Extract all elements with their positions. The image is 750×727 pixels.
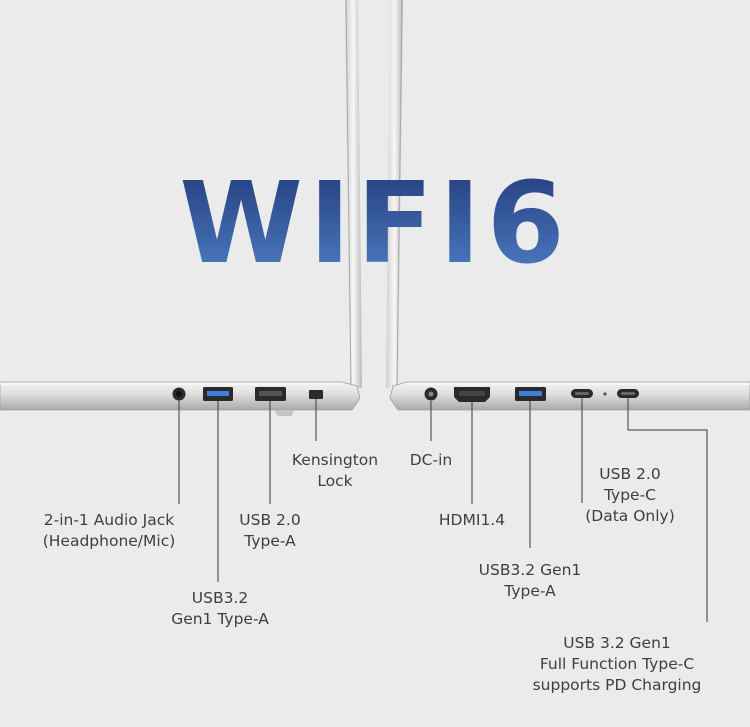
usb32-typea-port-left — [203, 387, 233, 401]
usb20-typea-port — [255, 387, 286, 401]
label-kensington-line2: Lock — [317, 472, 353, 490]
label-dc-in-line1: DC-in — [409, 451, 453, 469]
label-audio-jack-line1: 2-in-1 Audio Jack — [43, 511, 175, 529]
label-hdmi-line1: HDMI1.4 — [438, 511, 506, 529]
label-usb32-typea-left-line2: Gen1 Type-A — [171, 610, 269, 628]
kensington-lock-slot — [309, 390, 323, 399]
label-usb20-typec-line1: USB 2.0 — [599, 465, 661, 483]
label-kensington: Kensington Lock — [280, 450, 390, 492]
label-usb20-typea-line1: USB 2.0 — [239, 511, 301, 529]
label-audio-jack-line2: (Headphone/Mic) — [42, 532, 176, 550]
leader-lines — [178, 398, 708, 622]
label-usb20-typec-line2: Type-C — [603, 486, 657, 504]
dc-in-port — [424, 387, 438, 401]
label-usb20-typec: USB 2.0 Type-C (Data Only) — [582, 464, 678, 527]
label-kensington-line1: Kensington — [291, 451, 379, 469]
usb32-typea-port-right — [515, 387, 546, 401]
label-usb20-typea-line2: Type-A — [244, 532, 296, 550]
label-usb32-typea-left-line1: USB3.2 — [191, 589, 249, 607]
right-laptop-base — [389, 381, 750, 411]
label-usb32-typea-left: USB3.2 Gen1 Type-A — [150, 588, 290, 630]
label-usb32-typea-right-line2: Type-A — [504, 582, 556, 600]
usb32-typec-port — [617, 389, 639, 398]
leader-usb32-typec — [627, 398, 708, 622]
label-usb32-typec-line3: supports PD Charging — [532, 676, 702, 694]
right-laptop-lid — [386, 0, 403, 389]
label-usb20-typea: USB 2.0 Type-A — [225, 510, 315, 552]
status-led — [603, 392, 607, 396]
label-usb32-typec-line1: USB 3.2 Gen1 — [563, 634, 671, 652]
label-hdmi: HDMI1.4 — [427, 510, 517, 531]
label-usb32-typea-right: USB3.2 Gen1 Type-A — [468, 560, 592, 602]
label-usb32-typec: USB 3.2 Gen1 Full Function Type-C suppor… — [512, 633, 722, 696]
label-dc-in: DC-in — [396, 450, 466, 471]
wifi6-headline: WIFI6 — [0, 168, 750, 280]
label-usb32-typec-line2: Full Function Type-C — [539, 655, 695, 673]
label-usb32-typea-right-line1: USB3.2 Gen1 — [478, 561, 582, 579]
audio-jack-port — [172, 387, 186, 401]
left-laptop-lid — [345, 0, 362, 389]
label-usb20-typec-line3: (Data Only) — [585, 507, 675, 525]
label-audio-jack: 2-in-1 Audio Jack (Headphone/Mic) — [19, 510, 199, 552]
hdmi-port — [454, 387, 490, 402]
usb20-typec-port — [571, 389, 593, 398]
